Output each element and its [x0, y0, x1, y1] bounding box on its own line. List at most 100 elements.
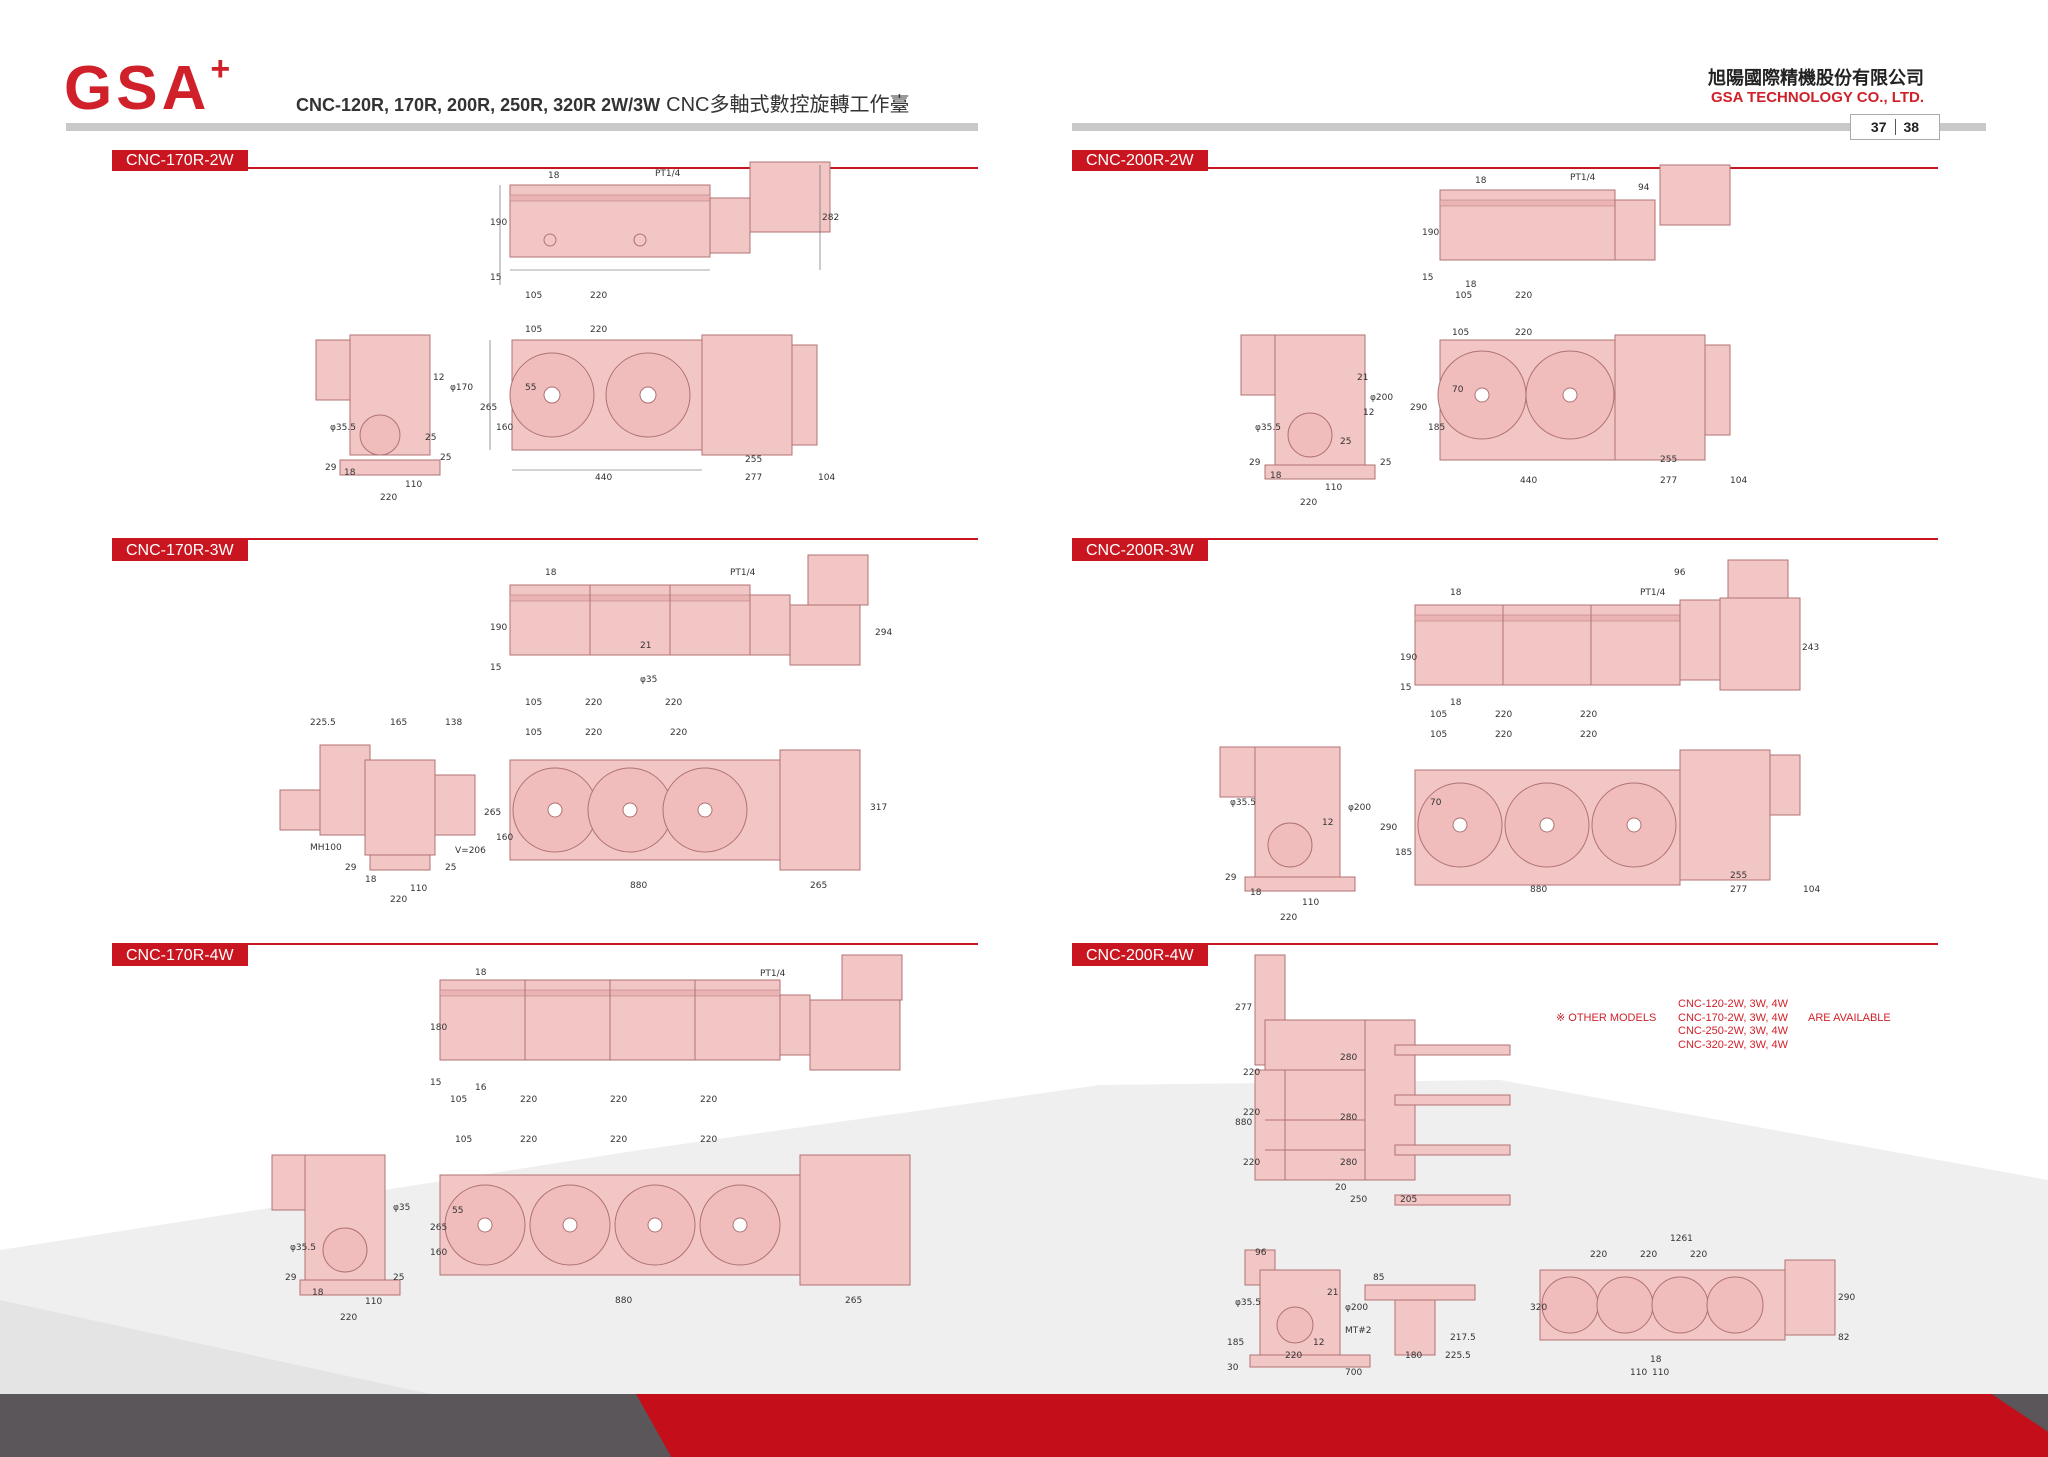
dim-text: 18 [1450, 588, 1462, 598]
drawing-200r-3w-top: 18 PT1/4 96 190 15 105 220 220 243 18 [1400, 559, 1819, 720]
section-label-170r-3w: CNC-170R-3W [112, 540, 248, 561]
dim-text: 15 [490, 663, 501, 673]
dim-text: 220 [590, 325, 607, 335]
dim-text: 317 [870, 803, 887, 813]
dim-text: 277 [1730, 885, 1747, 895]
dim-text: 110 [1325, 483, 1342, 493]
section-label-200r-2w: CNC-200R-2W [1072, 150, 1208, 171]
dim-text: 18 [1250, 888, 1262, 898]
dim-text: 110 [1652, 1368, 1669, 1378]
drawing-170r-3w-front: 105 220 220 265 160 880 265 317 [484, 728, 887, 891]
dim-text: 16 [475, 1083, 487, 1093]
dim-text: MH100 [310, 843, 342, 853]
dim-text: 70 [1452, 385, 1464, 395]
dim-text: 18 [1450, 698, 1462, 708]
drawing-170r-2w-top: 18 PT1/4 190 15 282 105 220 [490, 161, 839, 301]
dim-text: 18 [1650, 1355, 1662, 1365]
dim-text: φ35.5 [330, 423, 356, 433]
dim-text: 220 [390, 895, 407, 905]
dim-text: 105 [450, 1095, 467, 1105]
section-rule-200-3w [1072, 538, 1938, 540]
drawing-200r-2w-side: φ35.5 φ200 21 12 25 29 18 110 220 25 [1240, 334, 1393, 508]
section-rule-170-3w [112, 538, 978, 540]
dim-text: 15 [1422, 273, 1433, 283]
dim-text: φ35.5 [1255, 423, 1281, 433]
dim-text: 110 [1302, 898, 1319, 908]
dim-text: φ35.5 [1235, 1298, 1261, 1308]
dim-text: 280 [1340, 1158, 1357, 1168]
dim-text: 225.5 [310, 718, 336, 728]
drawing-200r-4w-side: 96 φ35.5 φ200 21 12 85 MT#2 185 217.5 30… [1227, 1248, 1476, 1378]
dim-text: 105 [1430, 710, 1447, 720]
dim-text: PT1/4 [655, 169, 681, 179]
header-rule-left [66, 123, 978, 131]
dim-text: 15 [1400, 683, 1411, 693]
dim-text: 220 [520, 1135, 537, 1145]
dim-text: 185 [1227, 1338, 1244, 1348]
dim-text: 104 [1803, 885, 1820, 895]
section-label-200r-3w: CNC-200R-3W [1072, 540, 1208, 561]
dim-text: 82 [1838, 1333, 1849, 1343]
dim-text: 282 [822, 213, 839, 223]
dim-text: 290 [1410, 403, 1427, 413]
dim-text: 440 [595, 473, 612, 483]
dim-text: 21 [640, 641, 651, 651]
dim-text: 18 [548, 171, 560, 181]
dim-text: MT#2 [1345, 1326, 1372, 1336]
dim-text: 880 [615, 1296, 632, 1306]
drawing-170r-4w-side: φ35.5 29 18 110 220 25 φ35 [271, 1154, 410, 1323]
dim-text: φ35 [640, 675, 657, 685]
dim-text: 25 [425, 433, 436, 443]
dim-text: 1261 [1670, 1234, 1693, 1244]
dim-text: 18 [1270, 471, 1282, 481]
dim-text: 220 [1690, 1250, 1707, 1260]
dim-text: 29 [345, 863, 357, 873]
dim-text: 220 [670, 728, 687, 738]
dim-text: 105 [525, 291, 542, 301]
dim-text: PT1/4 [730, 568, 756, 578]
dim-text: φ170 [450, 383, 473, 393]
dim-text: 110 [365, 1297, 382, 1307]
dim-text: 160 [430, 1248, 447, 1258]
dim-text: 220 [1580, 730, 1597, 740]
dim-text: φ200 [1345, 1303, 1368, 1313]
dim-text: 190 [490, 218, 507, 228]
dim-text: 15 [490, 273, 501, 283]
dim-text: 105 [525, 698, 542, 708]
dim-text: 12 [433, 373, 444, 383]
dim-text: 220 [610, 1135, 627, 1145]
dim-text: 15 [430, 1078, 441, 1088]
dim-text: 55 [452, 1206, 463, 1216]
dim-text: 220 [1285, 1351, 1302, 1361]
dim-text: 25 [393, 1273, 404, 1283]
dim-text: 320 [1530, 1303, 1547, 1313]
dim-text: 18 [344, 468, 356, 478]
dim-text: 220 [1280, 913, 1297, 923]
dim-text: 18 [475, 968, 487, 978]
other-models-list: CNC-120-2W, 3W, 4W CNC-170-2W, 3W, 4W CN… [1678, 998, 1788, 1052]
section-label-170r-4w: CNC-170R-4W [112, 945, 248, 966]
list-item: CNC-120-2W, 3W, 4W [1678, 998, 1789, 1010]
dim-text: 220 [1300, 498, 1317, 508]
drawing-170r-4w-front: 105 220 220 220 55 265 160 880 265 [430, 1135, 911, 1306]
dim-text: 138 [445, 718, 462, 728]
dim-text: 265 [480, 403, 497, 413]
dim-text: 220 [610, 1095, 627, 1105]
dim-text: 220 [585, 728, 602, 738]
dim-text: 255 [745, 455, 762, 465]
dim-text: 180 [430, 1023, 447, 1033]
dim-text: φ35 [393, 1203, 410, 1213]
dim-text: 277 [1660, 476, 1677, 486]
dim-text: 21 [1357, 373, 1368, 383]
drawing-170r-3w-top: 18 PT1/4 190 15 105 220 220 21 φ35 294 [490, 554, 892, 708]
drawing-170r-3w-side: 225.5 165 138 MH100 V=206 29 18 110 220 … [279, 718, 486, 905]
dim-text: 220 [1640, 1250, 1657, 1260]
drawing-200r-4w-front: 1261 220 220 220 320 290 82 18 110 110 [1530, 1234, 1855, 1378]
dim-text: 277 [745, 473, 762, 483]
dim-text: 290 [1380, 823, 1397, 833]
dim-text: 255 [1660, 455, 1677, 465]
dim-text: 105 [1452, 328, 1469, 338]
dim-text: 18 [545, 568, 557, 578]
